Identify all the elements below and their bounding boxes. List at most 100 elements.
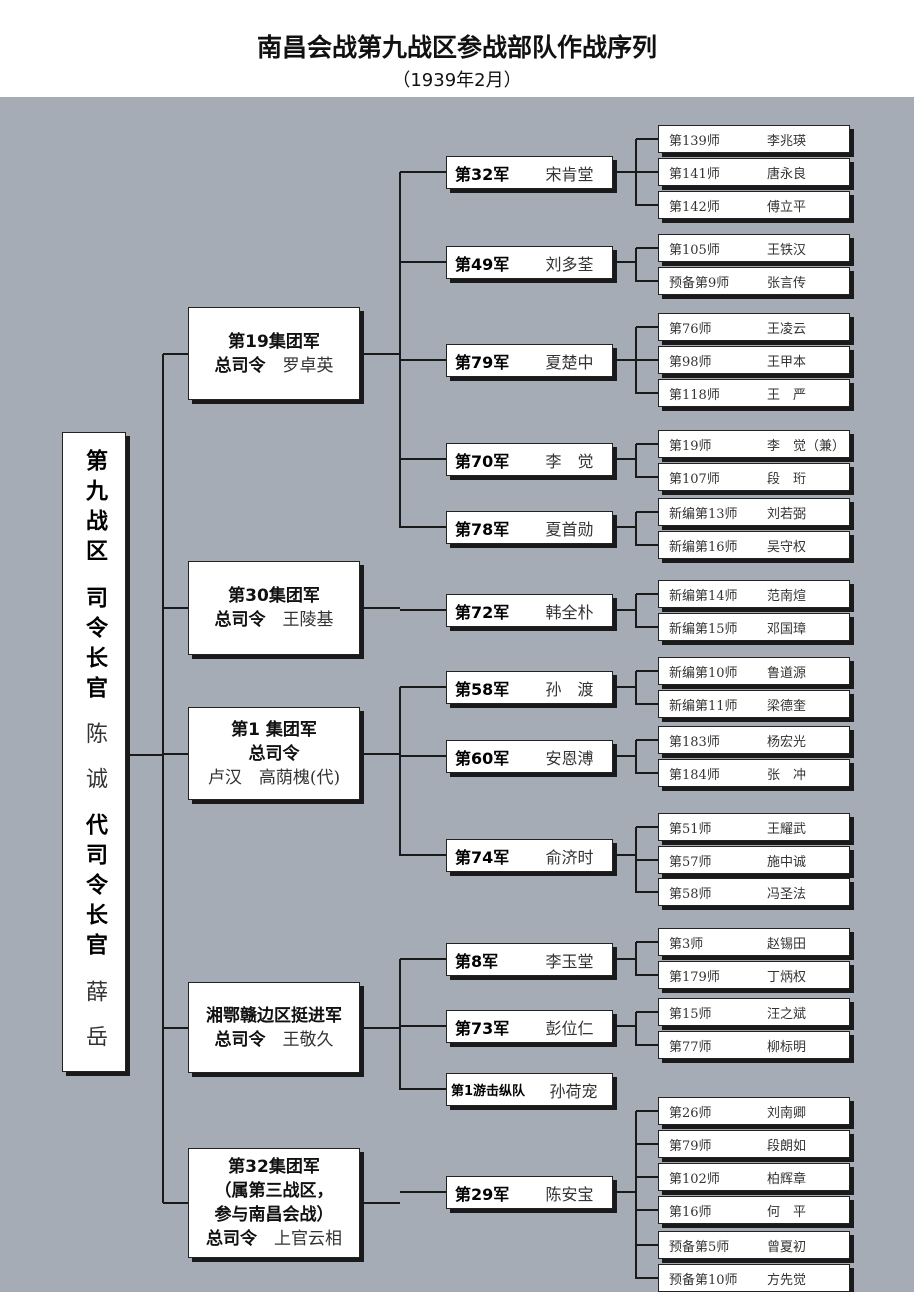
connector-line [399, 172, 401, 528]
division-unit: 新编第11师 [669, 698, 738, 714]
connector-line [636, 1143, 658, 1145]
division-unit: 新编第10师 [669, 665, 738, 681]
army-unit: 第74军 [455, 847, 510, 867]
acting-commander-role: 代司令长官 [82, 813, 107, 964]
division-box: 第15师汪之斌 [658, 998, 850, 1026]
group-title-line: 第1 集团军 [231, 719, 317, 740]
division-commander: 方先觉 [767, 1272, 807, 1288]
connector-line [360, 1026, 400, 1029]
war-zone: 第九战区 [82, 449, 107, 570]
army-commander: 宋肯堂 [545, 164, 594, 184]
connector-line [636, 739, 658, 741]
connector-line [636, 544, 658, 546]
division-unit: 第107师 [669, 471, 720, 487]
connector-line [636, 593, 658, 595]
group-commander-label: 总司令 [214, 355, 266, 376]
division-box: 第183师杨宏光 [658, 726, 850, 754]
division-box: 第76师王凌云 [658, 313, 850, 341]
army-unit: 第1游击纵队 [451, 1084, 526, 1099]
army-unit: 第49军 [455, 254, 510, 274]
connector-line [636, 826, 658, 828]
group-commander-line: 总司令 王敬久 [215, 1028, 334, 1052]
division-box: 预备第9师张言传 [658, 267, 850, 295]
division-commander: 梁德奎 [767, 698, 807, 714]
division-box: 第102师 柏辉章 [658, 1163, 850, 1191]
group-title-line: 总司令 [248, 743, 300, 764]
connector-line [636, 1209, 658, 1211]
division-commander: 刘南卿 [767, 1105, 807, 1121]
division-commander: 冯圣法 [767, 886, 807, 902]
army-commander: 韩全朴 [545, 602, 594, 622]
connector-line [613, 854, 636, 856]
division-box: 新编第11师 梁德奎 [658, 690, 850, 718]
commander-box: 第九战区 司令长官 陈 诚 代司令长官 薛 岳 [62, 432, 126, 1072]
connector-line [635, 444, 637, 478]
division-box: 新编第15师邓国璋 [658, 613, 850, 641]
group-title-line: 第30集团军 [228, 586, 320, 606]
division-unit: 第102师 [669, 1171, 720, 1187]
connector-line [635, 942, 637, 976]
division-box: 第141师唐永良 [658, 158, 850, 186]
division-unit: 第118师 [669, 387, 720, 403]
group-commander-name: 王陵基 [282, 610, 334, 630]
division-commander: 范南煊 [767, 588, 807, 604]
army-commander: 孙 渡 [545, 679, 594, 699]
connector-line [613, 755, 636, 757]
army-unit: 第79军 [455, 352, 510, 372]
connector-line [613, 526, 636, 528]
connector-line [400, 755, 446, 757]
division-commander: 鲁道源 [767, 665, 807, 681]
army-box: 第73军彭位仁 [446, 1010, 613, 1043]
army-box: 第70军李 觉 [446, 443, 613, 476]
connector-line [399, 959, 401, 1090]
division-unit: 新编第14师 [669, 588, 738, 604]
header: 南昌会战第九战区参战部队作战序列 （1939年2月） [0, 0, 914, 97]
division-commander: 柏辉章 [767, 1171, 807, 1187]
connector-line [613, 458, 636, 460]
acting-commander-name: 薛 岳 [82, 979, 107, 1055]
army-unit: 第58军 [455, 679, 510, 699]
connector-line [399, 687, 401, 856]
division-unit: 新编第13师 [669, 506, 738, 522]
connector-line [635, 1012, 637, 1046]
connector-line [636, 443, 658, 445]
division-commander: 李兆瑛 [767, 133, 807, 149]
connector-line [613, 686, 636, 688]
division-unit: 预备第5师 [669, 1239, 730, 1255]
connector-line [360, 752, 400, 755]
group-title-line: 第19集团军 [228, 331, 320, 352]
connector-line [613, 609, 636, 611]
division-box: 第139师李兆瑛 [658, 125, 850, 153]
division-box: 第3师赵锡田 [658, 928, 850, 956]
division-box: 第26师刘南卿 [658, 1097, 850, 1125]
division-box: 第79师段朗如 [658, 1130, 850, 1158]
connector-line [636, 511, 658, 513]
army-box: 第8军李玉堂 [446, 943, 613, 976]
army-commander: 俞济时 [545, 847, 594, 867]
division-commander: 张 冲 [767, 767, 807, 783]
commander-role: 司令长官 [82, 585, 107, 706]
connector-line [400, 1025, 446, 1027]
connector-line [636, 280, 658, 282]
division-unit: 第19师 [669, 438, 712, 454]
division-commander: 赵锡田 [767, 936, 807, 952]
connector-line [163, 1202, 188, 1204]
army-commander: 孙荷宠 [549, 1081, 598, 1101]
chart-subtitle: （1939年2月） [392, 70, 522, 91]
army-box: 第29军陈安宝 [446, 1176, 613, 1209]
army-box: 第60军安恩溥 [446, 740, 613, 773]
army-unit: 第72军 [455, 602, 510, 622]
division-commander: 李 觉（兼） [767, 438, 846, 454]
division-unit: 第16师 [669, 1204, 712, 1220]
division-unit: 第141师 [669, 166, 720, 182]
division-unit: 新编第15师 [669, 621, 738, 637]
division-commander: 段朗如 [767, 1138, 807, 1154]
connector-line [613, 359, 636, 361]
division-unit: 第51师 [669, 821, 712, 837]
division-box: 新编第14师 范南煊 [658, 580, 850, 608]
chart-title: 南昌会战第九战区参战部队作战序列 [256, 33, 657, 62]
army-commander: 李玉堂 [545, 951, 594, 971]
army-unit: 第73军 [455, 1018, 510, 1038]
connector-line [400, 609, 446, 611]
division-box: 预备第10师方先觉 [658, 1264, 850, 1292]
